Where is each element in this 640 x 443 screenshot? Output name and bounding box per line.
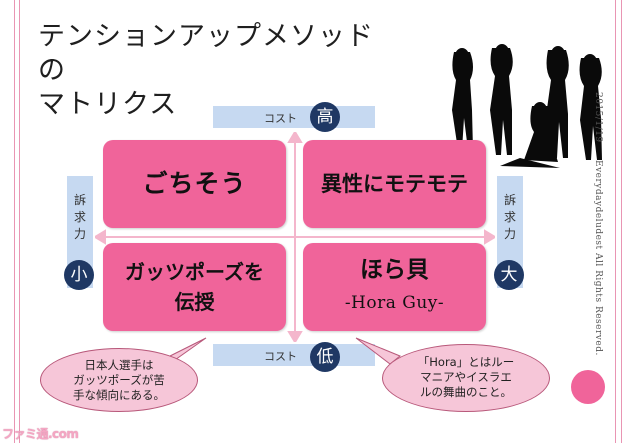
quadrant-label-line-2: 伝授 [174,290,215,314]
quadrant-label: ほら貝 [360,257,429,283]
quadrant-label-line-1: ガッツポーズを [125,260,264,284]
bubble-text-line: ガッツポーズが苦 [73,373,165,387]
left-rule-line [19,0,20,443]
quadrant-sublabel: -Hora Guy- [344,293,445,313]
small-indicator: 小 [64,260,94,290]
title-line-1: テンションアップメソッドの [38,21,374,86]
appeal-label-right: 訴求力 [503,193,516,241]
silhouettes-image [452,44,602,168]
copyright-text: Everydaydeludest All Rights Reserved. [593,160,603,356]
quadrant-bottom-right: ほら貝 -Hora Guy- [303,243,486,331]
right-rule-line [615,0,616,443]
quadrant-bottom-left: ガッツポーズを 伝授 [103,243,286,331]
speech-bubble-left: 日本人選手は ガッツポーズが苦 手な傾向にある。 [40,348,198,412]
high-indicator: 高 [310,102,340,132]
axis-cross-arrows [95,132,495,342]
bubble-text-line: マニアやイスラエ [420,370,512,384]
bubble-text-line: 手な傾向にある。 [73,388,165,402]
quadrant-label: 異性にモテモテ [321,172,468,196]
decorative-pink-dot [571,370,605,404]
cost-label-bottom: コスト [264,350,297,363]
watermark-logo: ファミ通.com [2,427,79,441]
slide-title: テンションアップメソッドの マトリクス [38,20,398,122]
cost-label-top: コスト [264,112,297,125]
appeal-label-left: 訴求力 [73,193,86,241]
speech-bubble-right: 「Hora」とはルー マニアやイスラエ ルの舞曲のこと。 [382,344,550,412]
right-rule-line [621,0,622,443]
bubble-text-line: ルの舞曲のこと。 [420,385,512,399]
title-line-2: マトリクス [38,89,178,120]
large-indicator: 大 [494,260,524,290]
quadrant-top-left: ごちそう [103,140,286,228]
quadrant-top-right: 異性にモテモテ [303,140,486,228]
bubble-text-line: 日本人選手は [84,358,154,372]
bubble-text-line: 「Hora」とはルー [417,355,515,369]
left-rule-line [14,0,15,443]
low-indicator: 低 [310,342,340,372]
quadrant-label: ごちそう [142,169,247,198]
slide-date: 2015/1/19 [593,92,603,143]
